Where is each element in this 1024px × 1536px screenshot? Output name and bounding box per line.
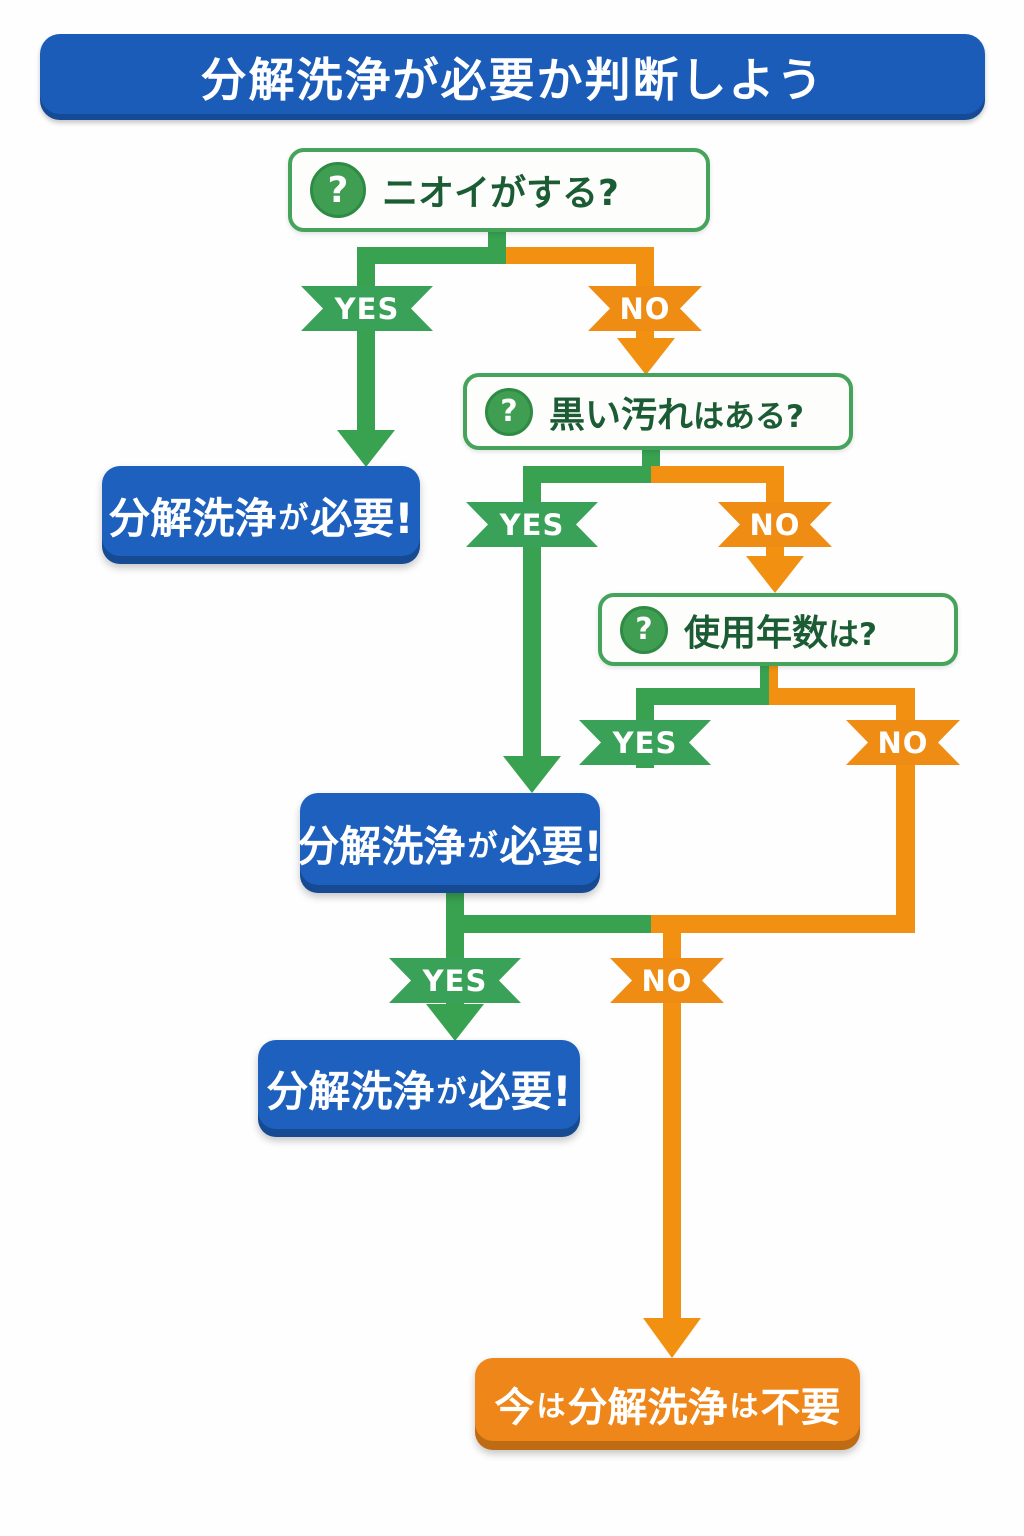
question-mark-icon: ? xyxy=(485,387,533,436)
arrow-down-icon-no4 xyxy=(643,1318,701,1358)
connector-row4-left xyxy=(446,915,651,933)
question-text: 使用年数は? xyxy=(684,612,877,654)
arrow-down-icon-no1 xyxy=(617,338,675,375)
connector-no4-line xyxy=(663,915,681,1320)
connector-q2-left xyxy=(523,466,651,483)
connector-row4-right xyxy=(651,915,915,933)
question-mark-icon: ? xyxy=(310,162,366,218)
question-box-black-dirt: ? 黒い汚れはある? xyxy=(463,373,853,450)
result-text: 分解洗浄 xyxy=(567,1385,728,1431)
result-box-cleaning-not-needed: 今は分解洗浄は不要 xyxy=(475,1358,860,1450)
connector-q3-right xyxy=(769,688,906,705)
connector-q3-left xyxy=(636,688,769,705)
no-ribbon-4: NO xyxy=(610,958,724,1003)
page-title: 分解洗浄が必要か判断しよう xyxy=(40,34,985,120)
connector-q1-left xyxy=(357,247,506,264)
result-text: は xyxy=(729,1389,759,1423)
result-text: が xyxy=(278,501,309,536)
connector-q2-right xyxy=(651,466,784,483)
result-text: 分解洗浄 xyxy=(297,821,466,871)
question-box-years-of-use: ? 使用年数は? xyxy=(598,593,958,666)
result-text: 分解洗浄 xyxy=(108,493,277,543)
result-box-cleaning-needed-1: 分解洗浄が必要! xyxy=(102,466,420,564)
result-text: 不要 xyxy=(760,1385,841,1431)
no-ribbon-2: NO xyxy=(718,502,832,547)
no-ribbon-1: NO xyxy=(588,286,702,331)
yes-ribbon-1: YES xyxy=(301,286,433,331)
connector-q3-stub-green xyxy=(760,662,769,694)
question-text: 黒い汚れはある? xyxy=(549,394,804,436)
question-text: ニオイがする? xyxy=(382,173,619,214)
result-text: 分解洗浄 xyxy=(266,1067,435,1116)
result-text: 必要! xyxy=(499,821,603,871)
question-box-smell: ? ニオイがする? xyxy=(288,148,710,232)
result-text: が xyxy=(467,829,498,864)
result-text: が xyxy=(436,1074,467,1110)
result-text: 必要! xyxy=(468,1067,572,1116)
arrow-down-icon-yes1 xyxy=(337,430,395,467)
question-mark-icon: ? xyxy=(620,605,668,654)
result-text: は xyxy=(536,1389,566,1423)
yes-ribbon-4: YES xyxy=(389,958,521,1003)
arrow-down-icon-yes4 xyxy=(426,1004,484,1041)
arrow-down-icon-yes2 xyxy=(503,756,561,793)
connector-q3-stub-orange xyxy=(769,662,778,694)
arrow-down-icon-no2 xyxy=(746,556,804,593)
connector-q1-right xyxy=(506,247,654,264)
yes-ribbon-3: YES xyxy=(579,720,711,765)
result-text: 必要! xyxy=(310,493,414,543)
no-ribbon-3: NO xyxy=(846,720,960,765)
result-box-cleaning-needed-3: 分解洗浄が必要! xyxy=(258,1040,580,1137)
result-text: 今 xyxy=(494,1385,535,1431)
connector-yes1-line xyxy=(357,247,375,432)
result-box-cleaning-needed-2: 分解洗浄が必要! xyxy=(297,793,603,893)
yes-ribbon-2: YES xyxy=(466,502,598,547)
